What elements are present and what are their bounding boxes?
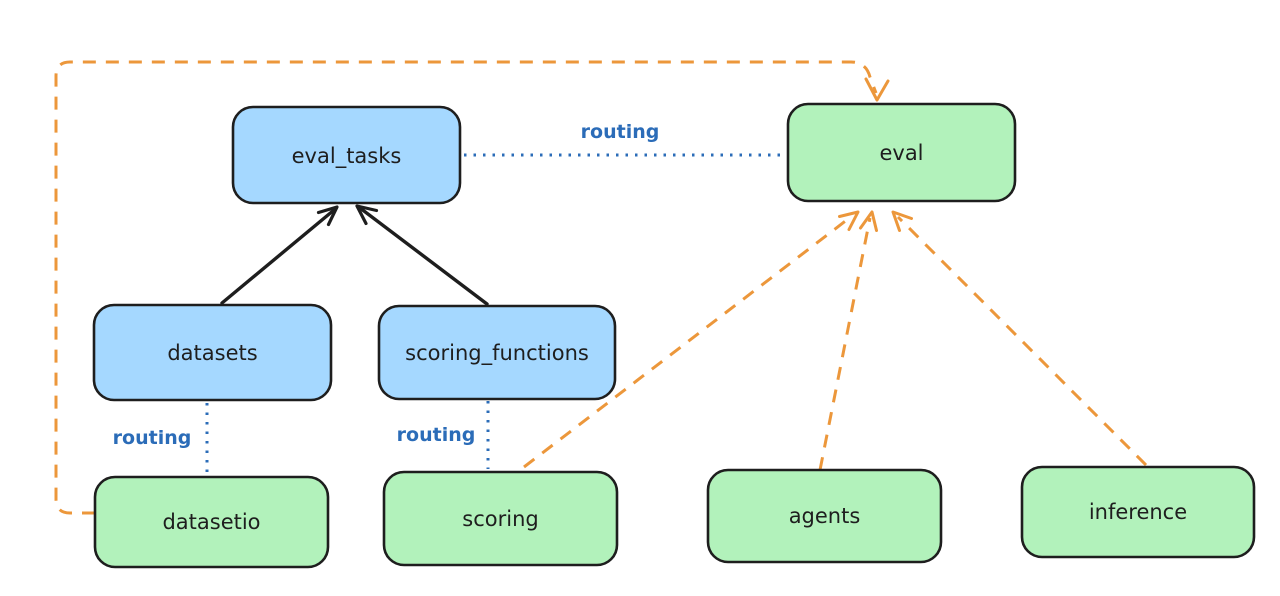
edge-datasets-to-datasetio: routing: [113, 403, 209, 474]
node-scoring_functions: scoring_functions: [377, 304, 617, 401]
edge-scoring_functions-to-scoring: routing: [397, 401, 490, 469]
node-label-datasets: datasets: [167, 341, 257, 365]
node-label-agents: agents: [789, 504, 861, 528]
edge-label-routing-3: routing: [397, 424, 476, 446]
node-scoring: scoring: [382, 470, 619, 567]
node-label-scoring: scoring: [462, 507, 538, 531]
node-agents: agents: [706, 468, 943, 564]
node-eval_tasks: eval_tasks: [231, 105, 462, 205]
edge-agents-to-eval: [818, 210, 878, 471]
node-eval: eval: [786, 102, 1017, 203]
node-inference: inference: [1020, 465, 1256, 559]
edge-scoring-to-eval: [523, 210, 860, 469]
node-label-eval: eval: [879, 141, 923, 165]
edge-datasetio-to-eval: [54, 60, 890, 515]
node-label-eval_tasks: eval_tasks: [292, 144, 402, 169]
node-datasetio: datasetio: [93, 475, 330, 569]
edge-eval_tasks-to-eval: routing: [464, 121, 786, 157]
edge-scoring_functions-to-eval_tasks: [355, 204, 489, 306]
edge-label-routing-2: routing: [113, 427, 192, 449]
node-label-scoring_functions: scoring_functions: [405, 341, 589, 366]
edge-datasets-to-eval_tasks: [220, 205, 339, 305]
node-label-inference: inference: [1089, 500, 1187, 524]
edge-label-routing-1: routing: [581, 121, 660, 143]
edge-inference-to-eval: [891, 210, 1148, 467]
node-label-datasetio: datasetio: [162, 510, 260, 534]
node-datasets: datasets: [92, 303, 333, 402]
